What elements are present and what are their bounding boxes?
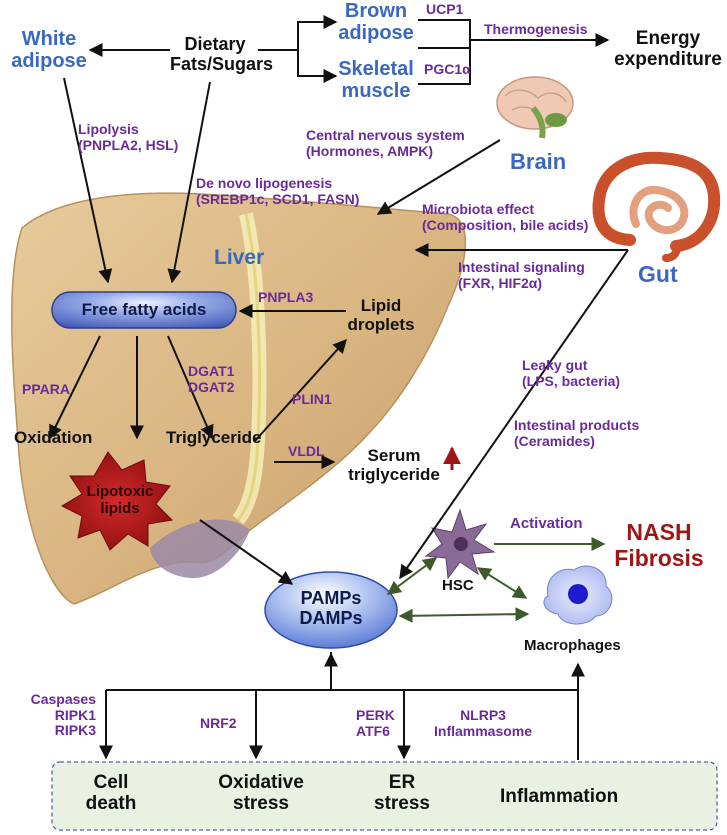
pamps-ellipse [264, 571, 398, 649]
pgc1a-label: PGC1α [424, 61, 471, 77]
brain-icon [496, 76, 574, 139]
green-arrows [386, 537, 606, 623]
intestinal-products-label: Intestinal products(Ceramides) [514, 417, 640, 449]
gut-label: Gut [638, 261, 678, 287]
macrophage-icon [543, 565, 613, 625]
oxidation-label: Oxidation [14, 428, 93, 447]
leaky-gut-label: Leaky gut(LPS, bacteria) [522, 357, 621, 389]
ucp1-label: UCP1 [426, 1, 464, 17]
lipotoxic-burst [60, 451, 174, 551]
pnpla3-label: PNPLA3 [258, 289, 314, 305]
de-novo-label: De novo lipogenesis(SREBP1c, SCD1, FASN) [196, 175, 360, 207]
outcome-box [51, 761, 718, 831]
top-arrows [49, 15, 629, 760]
ffa-pill [51, 291, 237, 329]
hsc-label: HSC [442, 577, 474, 594]
hsc-cell-icon [424, 508, 496, 580]
cns-label: Central nervous system(Hormones, AMPK) [306, 127, 465, 159]
lipolysis-label: Lipolysis(PNPLA2, HSL) [78, 121, 179, 153]
plin1-label: PLIN1 [292, 391, 332, 407]
activation-label: Activation [510, 515, 583, 532]
nrf2-label: NRF2 [200, 715, 237, 731]
triglyceride-label: Triglyceride [166, 428, 262, 447]
thermogenesis-label: Thermogenesis [484, 21, 588, 37]
microbiota-label: Microbiota effect(Composition, bile acid… [422, 201, 589, 233]
intestinal-signaling-label: Intestinal signaling(FXR, HIF2α) [458, 259, 585, 291]
brain-label: Brain [510, 149, 567, 174]
macrophages-label: Macrophages [524, 637, 621, 654]
gut-icon [592, 151, 721, 262]
liver-label: Liver [214, 246, 265, 269]
ppara-label: PPARA [22, 381, 70, 397]
ffa-label: Free fatty acids [81, 300, 207, 319]
inflammation-label: Inflammation [500, 786, 619, 807]
vldl-label: VLDL [288, 443, 325, 459]
